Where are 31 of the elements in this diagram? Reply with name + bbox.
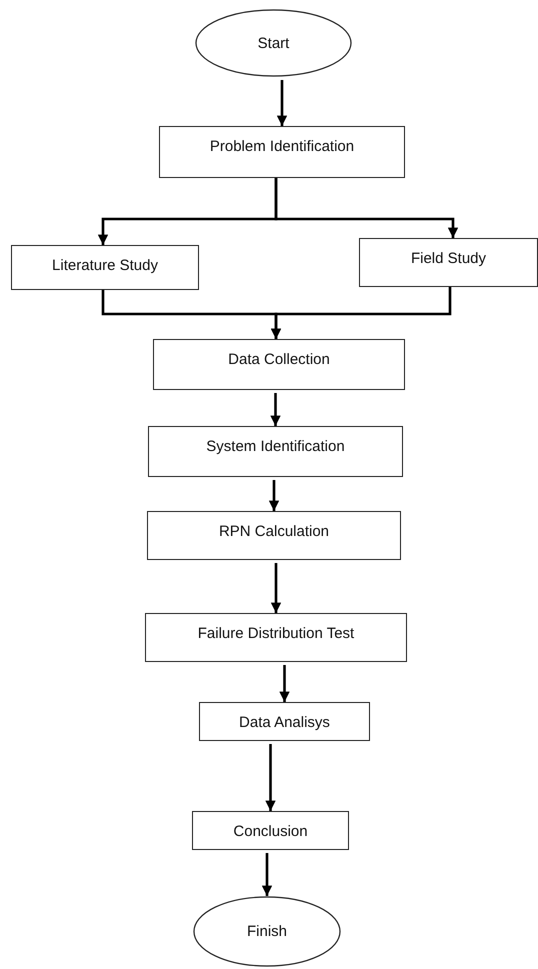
step-label: Conclusion [233,823,308,840]
step-label: Problem Identification [210,138,354,155]
arrow [279,665,290,702]
process-box [145,613,407,662]
process-box [192,811,349,850]
process-box [11,245,199,290]
arrow [265,744,276,811]
arrow [262,853,272,896]
arrow [270,563,282,613]
process-box [148,426,403,477]
process-box [147,511,401,560]
arrow [270,287,452,339]
process-box [359,238,538,287]
step-label: Field Study [410,250,486,267]
process-box [199,702,370,741]
process-box [153,339,405,390]
step-label: Literature Study [52,257,158,274]
step-label: Data Analisys [239,714,330,731]
terminal-ellipse [195,9,352,77]
step-label: Data Collection [228,351,330,368]
arrow [274,178,458,238]
step-label: System Identification [206,438,345,455]
terminal-ellipse [193,896,341,967]
arrow [268,480,280,511]
step-label: RPN Calculation [218,523,330,540]
step-label: Start [258,34,290,52]
step-label: Finish [246,923,287,940]
arrow [276,80,288,126]
arrow [270,393,281,426]
step-label: Failure Distribution Test [198,625,354,642]
process-box [159,126,405,178]
